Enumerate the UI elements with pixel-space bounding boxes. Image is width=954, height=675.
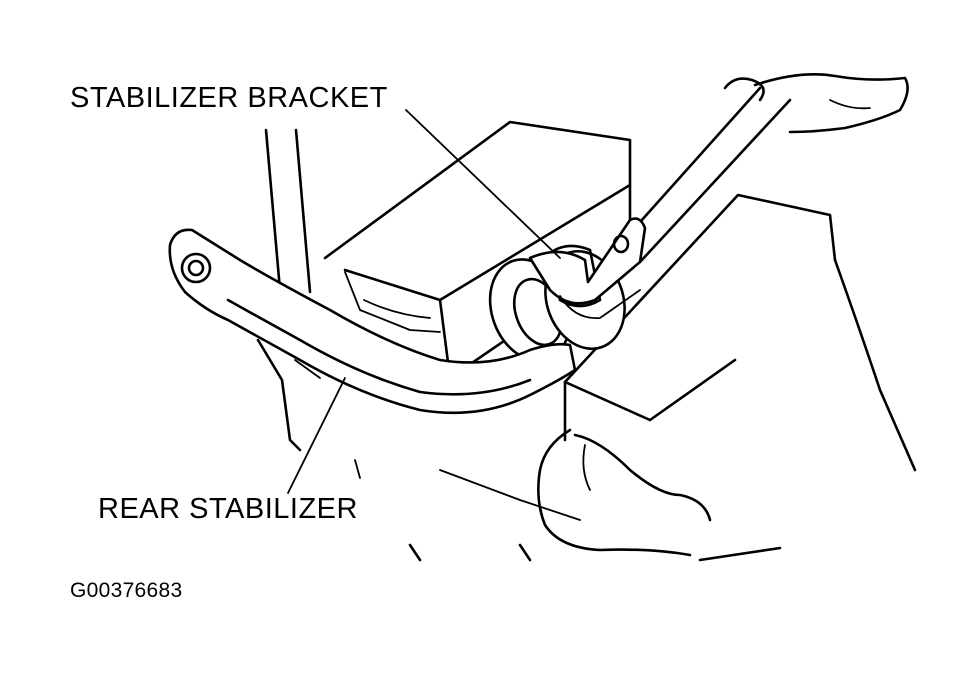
bushing-assembly xyxy=(488,217,647,362)
housing-side xyxy=(256,338,321,452)
vertical-rod xyxy=(264,128,312,294)
lower-hand xyxy=(537,428,712,557)
stabilizer-bracket-label: STABILIZER BRACKET xyxy=(70,82,388,114)
wrench-handle xyxy=(613,72,909,264)
leader-lines xyxy=(287,109,561,494)
lower-block xyxy=(354,193,917,562)
rear-stabilizer-bar xyxy=(168,228,577,415)
rear-stabilizer-leader-line xyxy=(287,377,346,494)
crossmember-housing xyxy=(323,120,632,380)
rear-stabilizer-label: REAR STABILIZER xyxy=(98,493,358,525)
bracket-leader-line xyxy=(405,109,561,259)
figure-code: G00376683 xyxy=(70,579,183,602)
